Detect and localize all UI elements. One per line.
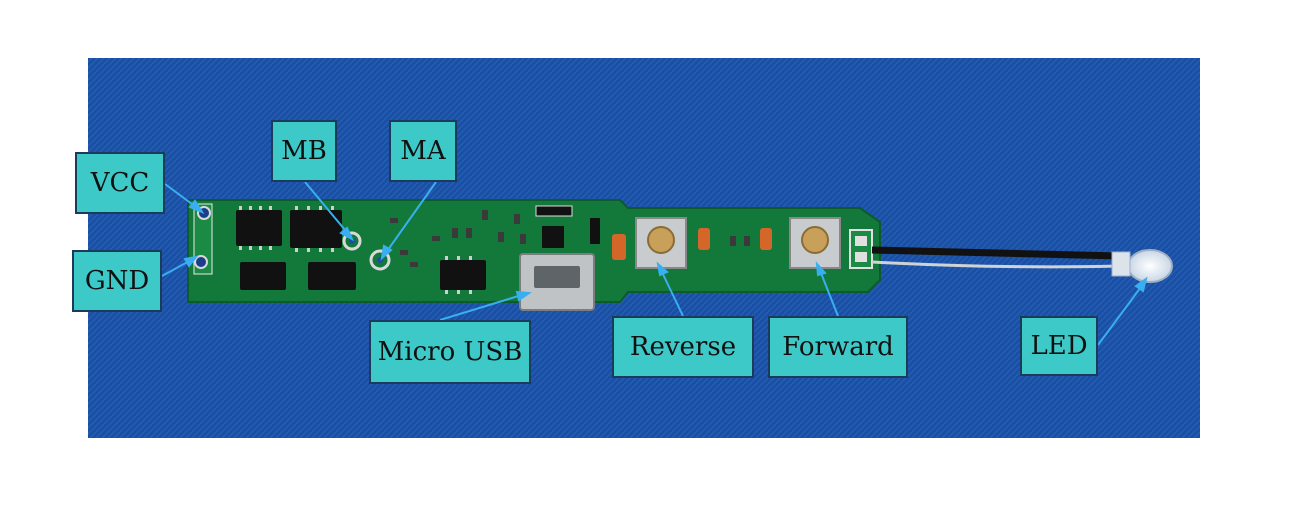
ic-chip (236, 210, 282, 246)
ic-chip (240, 262, 286, 290)
micro-usb-label: Micro USB (369, 320, 531, 384)
pcb-board (187, 199, 881, 303)
led-label: LED (1020, 316, 1098, 376)
ic-chip (440, 260, 486, 290)
ma-label: MA (389, 120, 457, 182)
led (1127, 249, 1173, 283)
led-wire (871, 246, 1121, 260)
ic-chip (308, 262, 356, 290)
ic-chip (290, 210, 342, 248)
vcc-label: VCC (75, 152, 165, 214)
forward-label: Forward (768, 316, 908, 378)
reverse-label: Reverse (612, 316, 754, 378)
gnd-pad (194, 255, 208, 269)
gnd-label: GND (72, 250, 162, 312)
mb-label: MB (271, 120, 337, 182)
